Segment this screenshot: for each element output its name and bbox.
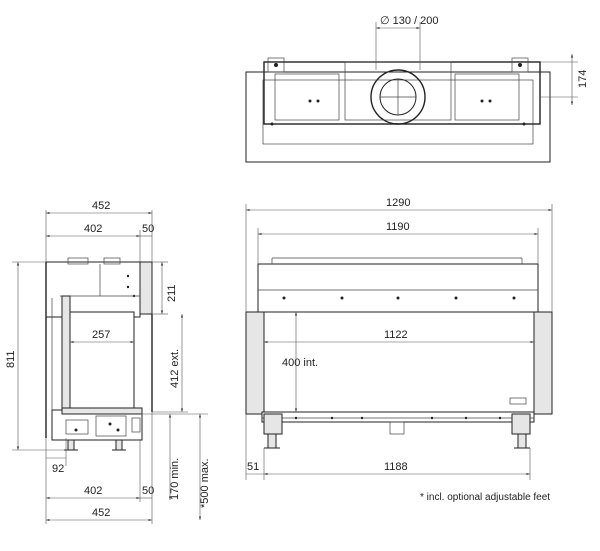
side-bottom-92: 92 <box>52 463 64 475</box>
side-min-170: 170 min. <box>169 458 181 500</box>
depth-174-label: 174 <box>577 70 589 88</box>
front-view: 1290 1190 1122 400 int. 51 1188 <box>245 197 553 480</box>
side-offset-50-bottom: 50 <box>142 485 154 497</box>
front-width-1290: 1290 <box>386 197 410 209</box>
front-base <box>261 411 535 423</box>
side-firebox <box>61 311 135 413</box>
front-offset-51: 51 <box>247 461 259 473</box>
side-width-452-bottom: 452 <box>92 507 110 519</box>
side-opening-257: 257 <box>92 329 110 341</box>
footnote: * incl. optional adjustable feet <box>420 492 550 503</box>
side-offset-50-top: 50 <box>142 223 154 235</box>
front-hood <box>257 263 539 313</box>
front-width-1188: 1188 <box>384 461 408 473</box>
side-height-412-ext: 412 ext. <box>169 349 181 388</box>
side-view: 452 402 50 211 257 811 412 ext. 92 170 m… <box>5 200 211 524</box>
front-foot-left <box>263 413 283 435</box>
side-width-452-top: 452 <box>92 200 110 212</box>
front-left-glass <box>245 311 265 415</box>
side-foot-left <box>67 439 75 451</box>
side-max-500: *500 max. <box>199 458 211 508</box>
front-height-400-int: 400 int. <box>282 357 318 369</box>
side-height-811: 811 <box>5 350 17 368</box>
top-view: ∅ 130 / 200 174 <box>245 15 589 163</box>
side-flue-collar <box>139 261 153 315</box>
side-base <box>51 409 143 441</box>
front-width-1190: 1190 <box>386 221 410 233</box>
top-view-bracket-left <box>267 57 285 73</box>
flue-outer-circle <box>370 69 426 125</box>
side-upper-body <box>45 261 141 318</box>
side-width-402-bottom: 402 <box>84 485 102 497</box>
side-glass-panel <box>61 295 71 413</box>
top-view-center-box <box>344 61 452 121</box>
front-foot-right <box>511 413 531 435</box>
flue-diameter-label: ∅ 130 / 200 <box>380 15 439 27</box>
front-right-glass <box>533 311 553 415</box>
top-view-left-panel <box>274 73 340 121</box>
top-view-right-panel <box>454 73 520 121</box>
top-view-bracket-right <box>511 57 529 73</box>
side-foot-right <box>115 439 123 451</box>
front-width-1122: 1122 <box>384 329 408 341</box>
front-body <box>261 311 537 413</box>
side-height-211: 211 <box>166 284 178 302</box>
side-width-402-top: 402 <box>84 223 102 235</box>
